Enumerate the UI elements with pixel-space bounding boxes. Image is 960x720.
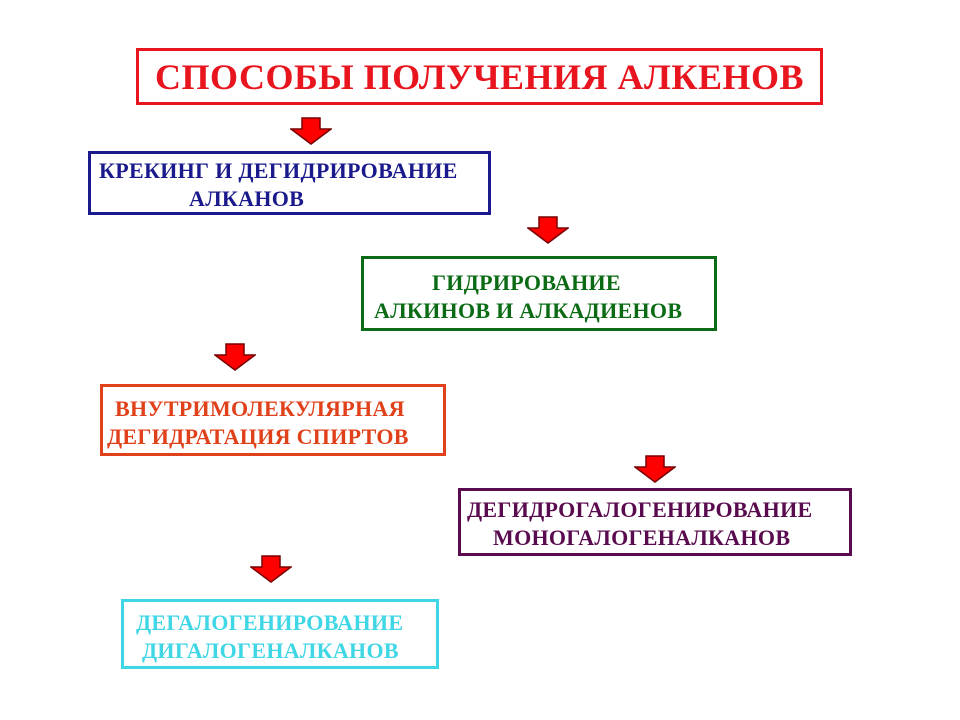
method-dehydrohalogenation-line2: МОНОГАЛОГЕНАЛКАНОВ: [493, 525, 791, 550]
method-dehalogenation-box: ДЕГАЛОГЕНИРОВАНИЕ ДИГАЛОГЕНАЛКАНОВ: [121, 599, 439, 669]
arrow-down-icon: [527, 216, 569, 244]
arrow-down-icon: [250, 555, 292, 583]
method-dehydration-line1: ВНУТРИМОЛЕКУЛЯРНАЯ: [115, 396, 405, 421]
arrow-down-icon: [214, 343, 256, 371]
arrow-down-icon: [290, 117, 332, 145]
method-dehydration-line2: ДЕГИДРАТАЦИЯ СПИРТОВ: [107, 424, 409, 449]
method-dehalogenation-line1: ДЕГАЛОГЕНИРОВАНИЕ: [136, 610, 404, 635]
method-hydrogenation-line2: АЛКИНОВ И АЛКАДИЕНОВ: [374, 298, 683, 323]
method-cracking-line2: АЛКАНОВ: [189, 186, 305, 211]
method-cracking-box: КРЕКИНГ И ДЕГИДРИРОВАНИЕ АЛКАНОВ: [88, 151, 491, 215]
page-title: СПОСОБЫ ПОЛУЧЕНИЯ АЛКЕНОВ: [155, 56, 804, 97]
title-box: СПОСОБЫ ПОЛУЧЕНИЯ АЛКЕНОВ: [136, 48, 823, 105]
method-dehalogenation-line2: ДИГАЛОГЕНАЛКАНОВ: [142, 638, 399, 663]
method-dehydration-box: ВНУТРИМОЛЕКУЛЯРНАЯ ДЕГИДРАТАЦИЯ СПИРТОВ: [100, 384, 446, 456]
method-cracking-line1: КРЕКИНГ И ДЕГИДРИРОВАНИЕ: [99, 158, 458, 183]
method-dehydrohalogenation-box: ДЕГИДРОГАЛОГЕНИРОВАНИЕ МОНОГАЛОГЕНАЛКАНО…: [458, 488, 852, 556]
method-hydrogenation-line1: ГИДРИРОВАНИЕ: [432, 270, 621, 295]
method-dehydrohalogenation-line1: ДЕГИДРОГАЛОГЕНИРОВАНИЕ: [467, 497, 813, 522]
method-hydrogenation-box: ГИДРИРОВАНИЕ АЛКИНОВ И АЛКАДИЕНОВ: [361, 256, 717, 331]
arrow-down-icon: [634, 455, 676, 483]
